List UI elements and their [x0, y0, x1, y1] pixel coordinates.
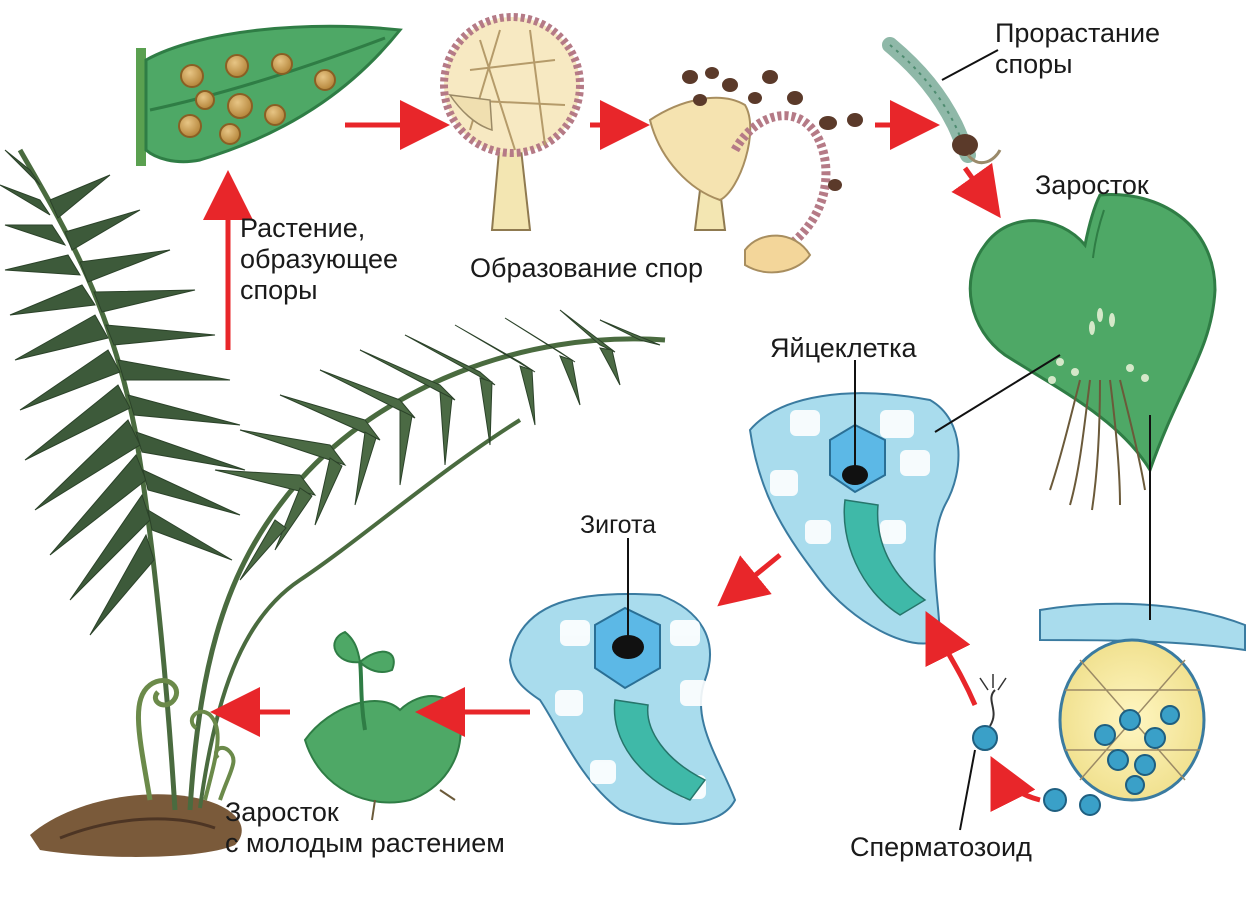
label-spore-plant-line-3: споры: [240, 275, 318, 305]
label-spore-plant-line-2: образующее: [240, 244, 398, 274]
germinating-spore: [882, 37, 1002, 165]
label-spore-germination: Прорастание споры: [995, 18, 1160, 80]
label-spore-plant: Растение, образующее споры: [240, 213, 398, 306]
leader-lines: [627, 49, 1151, 831]
arrow-antheridium-to-sperm: [990, 756, 1041, 812]
label-spore-germination-line-2: споры: [995, 49, 1073, 79]
spermatozoid: [972, 674, 1007, 751]
arrow-sperm-to-egg: [925, 611, 978, 706]
label-sperm: Сперматозоид: [850, 832, 1032, 862]
label-prothallus: Заросток: [1035, 170, 1149, 200]
sporangium: [440, 13, 584, 231]
label-spore-formation: Образование спор: [470, 253, 704, 283]
young-plant-on-prothallus: [303, 630, 462, 821]
cycle-arrows: [203, 100, 1041, 812]
fern-sporophyte: [0, 148, 666, 857]
label-zygote: Зигота: [580, 511, 657, 539]
antheridium: [1039, 602, 1246, 816]
label-young-plant-line-1: Заросток: [225, 797, 339, 827]
label-spore-plant-line-1: Растение,: [240, 213, 366, 243]
label-spore-germination-line-1: Прорастание: [995, 18, 1161, 48]
leaf-with-sori: [136, 24, 403, 166]
prothallus: [968, 193, 1217, 511]
archegonium-egg: [748, 392, 960, 645]
arrow-germination-to-prothallus: [951, 162, 1001, 219]
label-young-plant-line-2: с молодым растением: [225, 828, 505, 858]
archegonium-zygote: [508, 592, 737, 825]
label-egg-cell: Яйцеклетка: [770, 333, 917, 363]
label-young-plant: Заросток с молодым растением: [225, 797, 505, 859]
opened-sporangium: [648, 67, 863, 274]
arrow-egg-to-zygote: [717, 553, 782, 607]
